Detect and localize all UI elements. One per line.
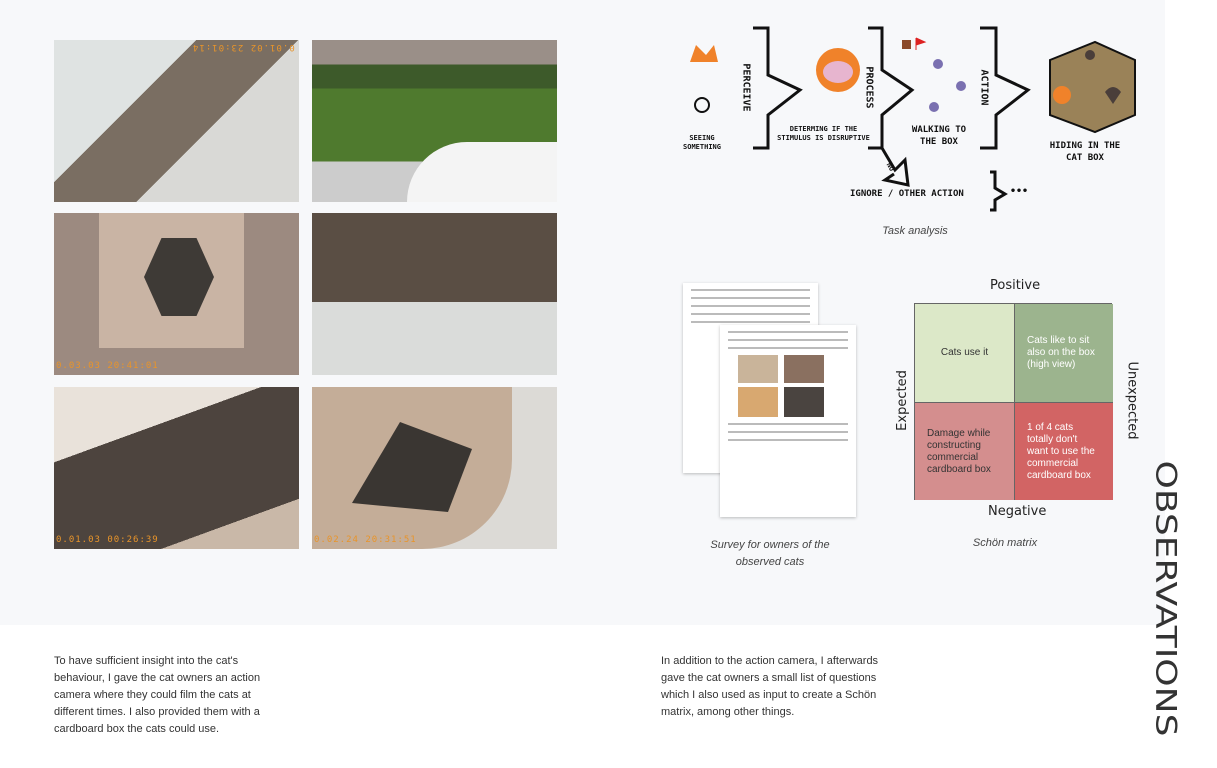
label-ignore: IGNORE / OTHER ACTION — [850, 189, 964, 199]
walking-path-dots — [929, 59, 966, 112]
label-determining: DETERMING IF THE STIMULUS IS DISRUPTIVE — [777, 125, 870, 142]
eye-icon — [694, 97, 710, 113]
cell-text: Damage while constructing commercial car… — [927, 427, 991, 475]
survey-page-front — [720, 325, 856, 517]
cell-text: Cats like to sit also on the box (high v… — [1027, 335, 1095, 370]
timestamp: 0.03.03 20:41:01 — [56, 361, 159, 371]
paragraph-left: To have sufficient insight into the cat'… — [54, 655, 261, 735]
cat-box-icon — [1049, 40, 1136, 134]
bracket-ignore — [990, 170, 1008, 212]
matrix-cell-unexpected-negative: 1 of 4 cats totally don't want to use th… — [1014, 402, 1113, 500]
schon-matrix: Cats use it Cats like to sit also on the… — [914, 303, 1113, 500]
cell-text: 1 of 4 cats totally don't want to use th… — [1027, 421, 1095, 481]
photo-cat-window: 0.01.02 23:01:14 — [54, 40, 299, 202]
matrix-cell-unexpected-positive: Cats like to sit also on the box (high v… — [1014, 304, 1113, 402]
label-perceive: PERCEIVE — [740, 63, 752, 112]
label-process: PROCESS — [863, 66, 875, 109]
photo-garden — [312, 40, 557, 202]
caption-task-analysis: Task analysis — [882, 225, 948, 237]
matrix-cell-expected-positive: Cats use it — [915, 304, 1014, 402]
section-title: OBSERVATIONS — [1148, 460, 1182, 737]
photo-cats-bed: 0.01.03 00:26:39 — [54, 387, 299, 549]
caption-matrix: Schön matrix — [972, 537, 1038, 549]
cell-text: Cats use it — [940, 347, 989, 358]
box-icon — [902, 40, 911, 49]
caption-survey: Survey for owners of the observed cats — [710, 539, 830, 568]
flag-icon — [915, 37, 927, 50]
timestamp: 0.02.24 20:31:51 — [314, 535, 417, 545]
photo-cats-indoor — [312, 213, 557, 375]
photo-cat-in-cardboard: 0.02.24 20:31:51 — [312, 387, 557, 549]
label-walking: WALKING TO THE BOX — [911, 125, 967, 147]
matrix-label-unexpected: Unexpected — [1124, 361, 1140, 440]
matrix-label-positive: Positive — [990, 278, 1041, 293]
matrix-label-negative: Negative — [988, 504, 1047, 519]
bracket-perceive — [753, 26, 803, 150]
matrix-label-expected: Expected — [894, 370, 910, 431]
timestamp: 0.01.03 00:26:39 — [56, 535, 159, 545]
label-ellipsis: ••• — [1010, 186, 1029, 197]
photo-cat-in-box: 0.03.03 20:41:01 — [54, 213, 299, 375]
matrix-cell-expected-negative: Damage while constructing commercial car… — [915, 402, 1014, 500]
task-analysis-diagram — [690, 26, 1136, 212]
bracket-action — [980, 26, 1031, 150]
label-action: ACTION — [978, 69, 990, 106]
label-hiding: HIDING IN THE CAT BOX — [1049, 141, 1121, 163]
label-seeing: SEEING SOMETHING — [683, 134, 721, 151]
paragraph-right: In addition to the action camera, I afte… — [661, 655, 879, 718]
cat-ears-icon — [690, 45, 718, 62]
timestamp: 0.01.02 23:01:14 — [192, 42, 295, 52]
arrow-no — [880, 147, 910, 187]
